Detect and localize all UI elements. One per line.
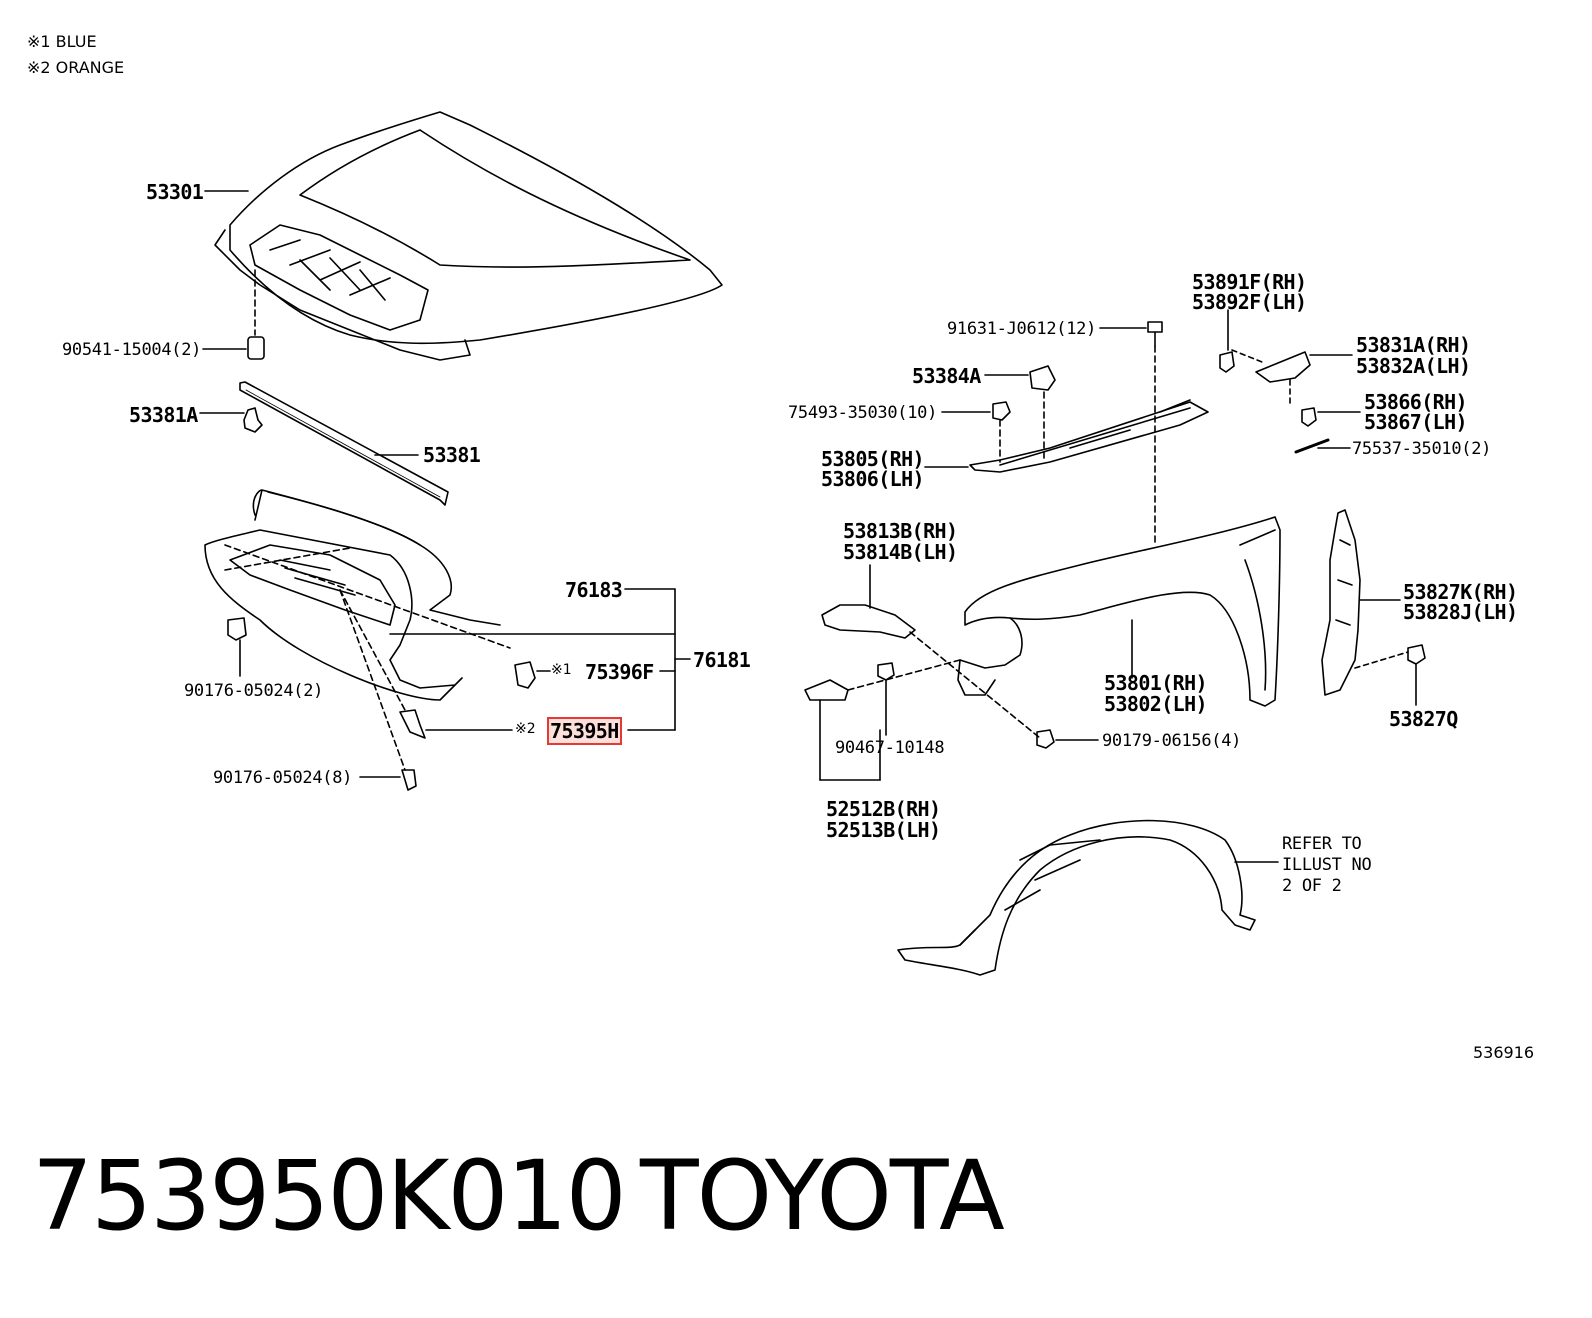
label-clip-53827Q[interactable]: 53827Q	[1389, 707, 1458, 731]
highlight-75395H[interactable]: 75395H	[547, 717, 622, 745]
label-53891F[interactable]: 53891F(RH)	[1192, 270, 1307, 294]
label-53814B[interactable]: 53814B(LH)	[843, 540, 958, 564]
label-clip-90467[interactable]: 90467-10148	[835, 738, 945, 758]
label-bracket-lh[interactable]: 53806(LH)	[821, 467, 925, 491]
label-clip-75395H[interactable]: 75395H	[547, 717, 622, 745]
label-bracket-rh[interactable]: 53805(RH)	[821, 447, 925, 471]
label-refer-line-2: ILLUST NO	[1282, 855, 1372, 875]
mark-orange: ※2	[515, 721, 536, 737]
label-53892F[interactable]: 53892F(LH)	[1192, 290, 1307, 314]
label-scoop-76181[interactable]: 76181	[693, 648, 751, 672]
label-clip-90176-8[interactable]: 90176-05024(8)	[213, 768, 353, 788]
label-53866[interactable]: 53866(RH)	[1364, 390, 1468, 414]
label-53827K[interactable]: 53827K(RH)	[1403, 580, 1518, 604]
footer-brand: TOYOTA	[640, 1140, 1005, 1252]
label-scoop-76183[interactable]: 76183	[565, 578, 623, 602]
label-refer-line-3: 2 OF 2	[1282, 876, 1342, 896]
legend-orange: ※2 ORANGE	[27, 58, 125, 77]
label-refer-line-1: REFER TO	[1282, 834, 1362, 854]
label-53867[interactable]: 53867(LH)	[1364, 410, 1468, 434]
label-53813B[interactable]: 53813B(RH)	[843, 519, 958, 543]
label-bolt-91631[interactable]: 91631-J0612(12)	[947, 319, 1097, 339]
label-clip-75493[interactable]: 75493-35030(10)	[788, 403, 938, 423]
illustration-id: 536916	[1473, 1043, 1535, 1062]
label-hood-cushion[interactable]: 90541-15004(2)	[62, 340, 202, 360]
label-cushion-53384A[interactable]: 53384A	[912, 364, 981, 388]
label-clip-53381A[interactable]: 53381A	[129, 403, 198, 427]
label-hood[interactable]: 53301	[146, 180, 204, 204]
label-clip-90179[interactable]: 90179-06156(4)	[1102, 731, 1242, 751]
label-clip-90176-2[interactable]: 90176-05024(2)	[184, 681, 324, 701]
footer-part-number: 753950K010	[32, 1140, 627, 1252]
mark-blue: ※1	[551, 662, 572, 678]
hood-drawing	[214, 111, 723, 361]
label-clip-75537[interactable]: 75537-35010(2)	[1352, 439, 1492, 459]
label-52512B[interactable]: 52512B(RH)	[826, 797, 941, 821]
label-fender-rh[interactable]: 53801(RH)	[1104, 671, 1208, 695]
label-seal-53381[interactable]: 53381	[423, 443, 481, 467]
label-fender-lh[interactable]: 53802(LH)	[1104, 692, 1208, 716]
label-clip-75396F[interactable]: 75396F	[585, 660, 654, 684]
label-53832A[interactable]: 53832A(LH)	[1356, 354, 1471, 378]
label-53831A[interactable]: 53831A(RH)	[1356, 333, 1471, 357]
legend-blue: ※1 BLUE	[27, 32, 97, 51]
label-53828J[interactable]: 53828J(LH)	[1403, 600, 1518, 624]
label-52513B[interactable]: 52513B(LH)	[826, 818, 941, 842]
